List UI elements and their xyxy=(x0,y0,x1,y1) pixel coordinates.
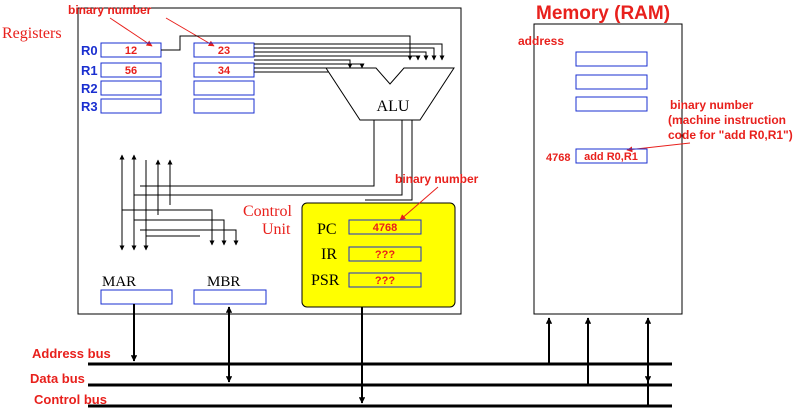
control-bus-label: Control bus xyxy=(34,392,107,407)
control-register-value: 4768 xyxy=(373,222,397,234)
control-register-name: PSR xyxy=(311,272,340,289)
mar-label: MAR xyxy=(102,274,136,290)
cpu-box xyxy=(77,7,462,315)
alu-label: ALU xyxy=(377,98,410,115)
memory-cell xyxy=(575,51,648,67)
control-unit-label-line2: Unit xyxy=(262,221,291,238)
alu-shape xyxy=(325,67,455,121)
register-name: R2 xyxy=(81,81,98,96)
register-row-r0: R0 12 23 xyxy=(81,42,255,58)
control-unit-box xyxy=(301,202,456,308)
register-box xyxy=(100,98,162,114)
register-name: R1 xyxy=(81,63,98,78)
control-register-value: ??? xyxy=(375,249,395,261)
control-register-box xyxy=(348,219,422,235)
mbr-label: MBR xyxy=(207,274,240,290)
annotation-arrow-23 xyxy=(165,17,215,47)
data-bus-label: Data bus xyxy=(30,371,85,386)
register-box xyxy=(100,62,162,78)
memory-cell xyxy=(575,74,648,90)
control-register-value: ??? xyxy=(375,275,395,287)
annotation-arrow-r0 xyxy=(109,17,153,47)
internal-bus-lines xyxy=(119,154,239,251)
annotation-arrow-pc xyxy=(399,186,439,221)
memory-annotation-line3: code for "add R0,R1") xyxy=(668,128,793,142)
register-value-2: 34 xyxy=(218,65,231,77)
register-box-2 xyxy=(193,98,255,114)
register-box-2 xyxy=(193,80,255,96)
alu-output-lines xyxy=(134,120,413,201)
control-register-box xyxy=(348,272,422,288)
register-row-r2: R2 xyxy=(81,80,255,96)
control-register-name: PC xyxy=(317,221,337,238)
control-unit-label-line1: Control xyxy=(243,203,292,220)
memory-entry-cell xyxy=(575,148,648,164)
register-box-2 xyxy=(193,42,255,58)
registers-label: Registers xyxy=(2,25,62,42)
register-row-r1: R1 56 34 xyxy=(81,62,255,78)
memory-entry-value: add R0,R1 xyxy=(584,151,638,163)
memory-box xyxy=(533,23,683,315)
memory-cell xyxy=(575,96,648,112)
register-value: 56 xyxy=(125,65,137,77)
memory-address-label: address xyxy=(518,34,564,48)
register-box xyxy=(100,80,162,96)
control-register-pc: PC 4768 xyxy=(317,219,422,238)
control-register-box xyxy=(348,246,422,262)
control-register-psr: PSR ??? xyxy=(311,272,422,289)
bus-connection-arrows xyxy=(130,304,652,406)
memory-annotation-line2: (machine instruction xyxy=(668,113,786,127)
control-register-name: IR xyxy=(321,246,337,263)
memory-title: Memory (RAM) xyxy=(536,3,670,24)
mbr-box xyxy=(193,289,267,305)
memory-entry-address: 4768 xyxy=(546,152,570,164)
binary-number-annotation-top: binary number xyxy=(68,3,152,17)
control-register-ir: IR ??? xyxy=(321,246,422,263)
register-to-alu-lines xyxy=(161,35,445,73)
register-name: R3 xyxy=(81,99,98,114)
mar-box xyxy=(100,289,173,305)
register-name: R0 xyxy=(81,43,98,58)
register-value-2: 23 xyxy=(218,45,230,57)
memory-annotation-line1: binary number xyxy=(670,98,754,112)
address-bus-label: Address bus xyxy=(32,346,111,361)
binary-number-annotation-cu: binary number xyxy=(395,172,479,186)
register-value: 12 xyxy=(125,45,137,57)
register-row-r3: R3 xyxy=(81,98,255,114)
register-box-2 xyxy=(193,62,255,78)
bus-lines xyxy=(88,362,672,408)
